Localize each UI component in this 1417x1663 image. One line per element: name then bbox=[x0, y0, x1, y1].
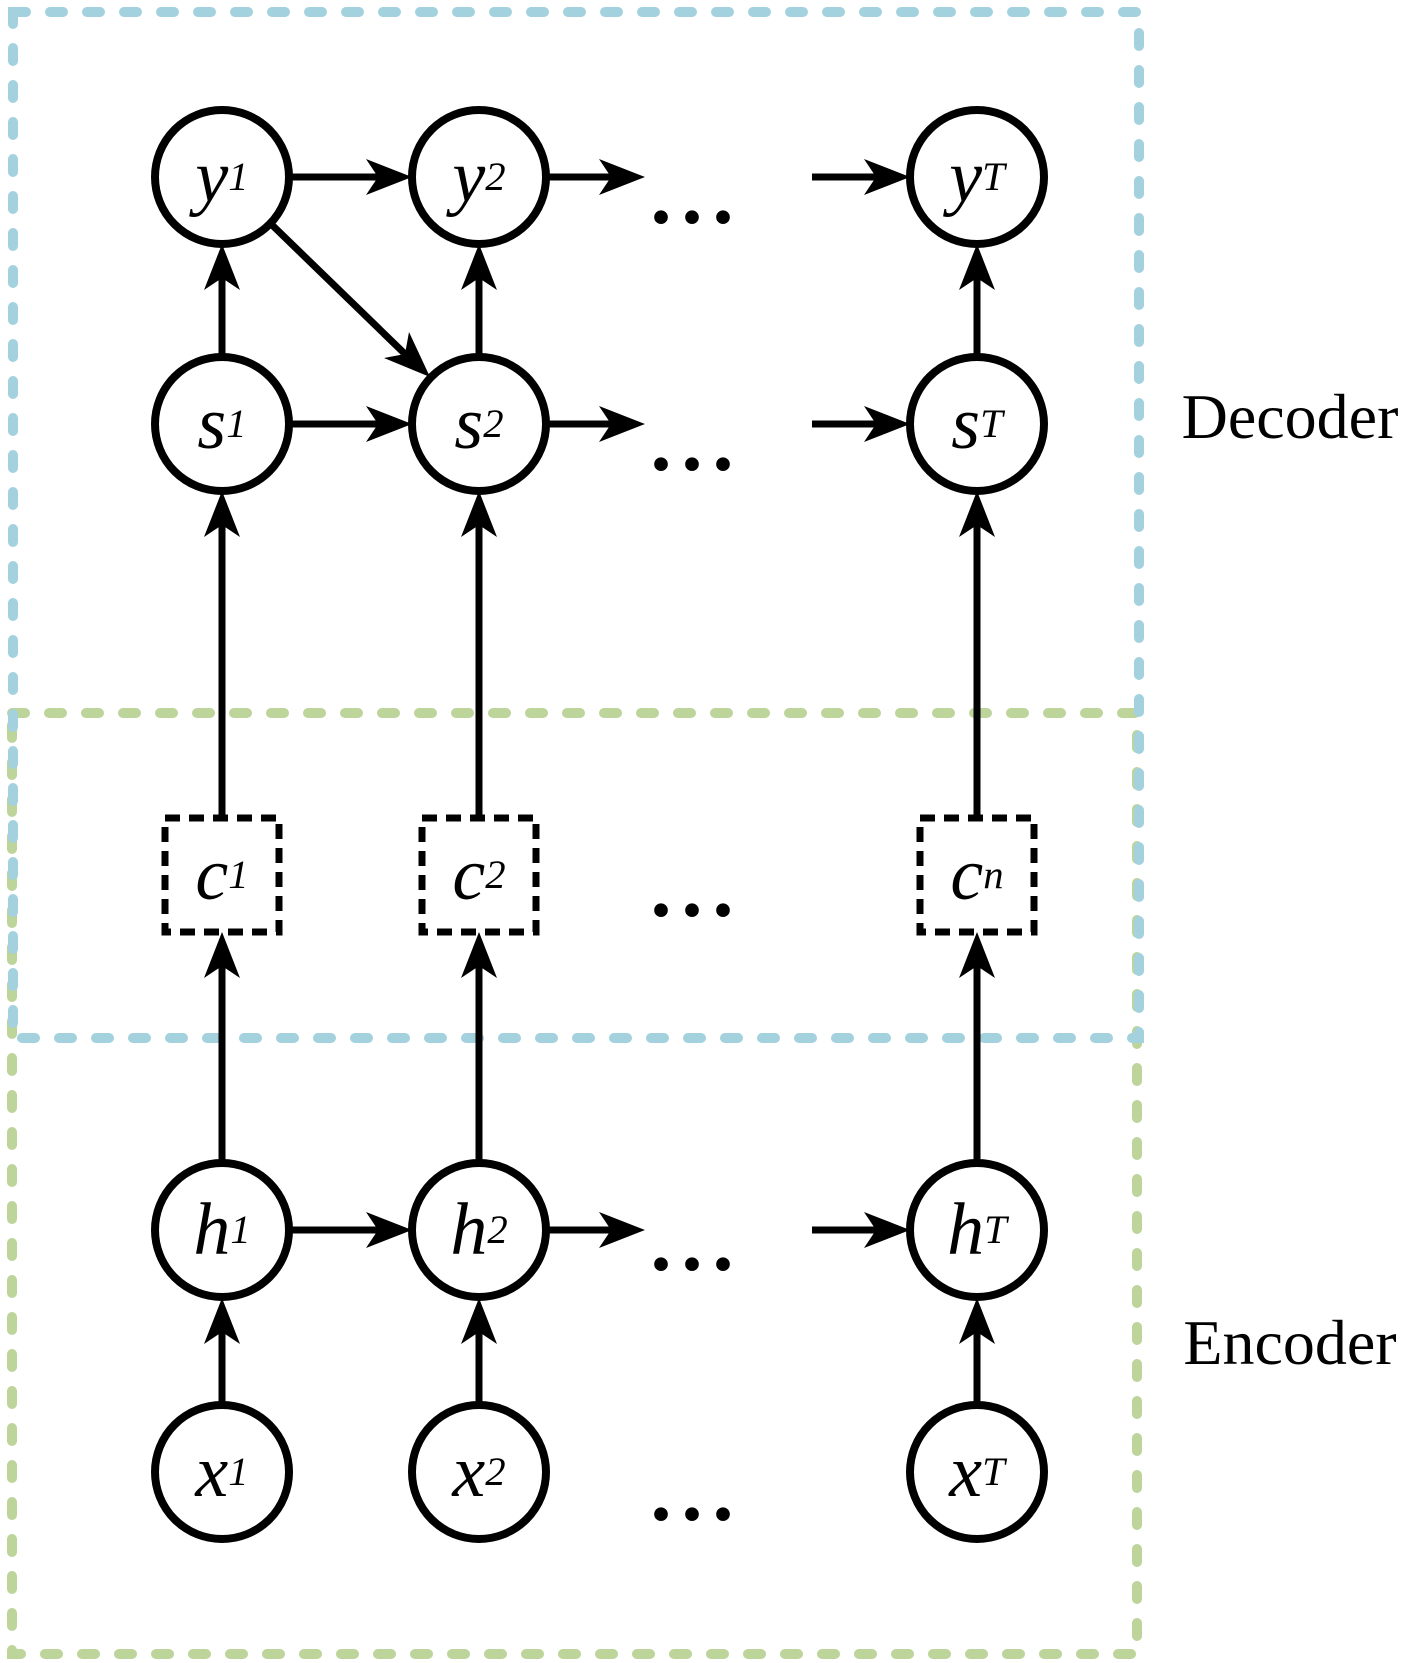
node-s2-circle bbox=[408, 353, 550, 495]
ellipsis-c-row: ... bbox=[650, 842, 744, 935]
ellipsis-x-row: ... bbox=[650, 1446, 744, 1539]
node-sT-circle bbox=[906, 353, 1048, 495]
decoder-boundary bbox=[8, 7, 1144, 1043]
arrowhead-dots-yT bbox=[864, 159, 910, 195]
node-x1-circle bbox=[151, 1401, 293, 1543]
arrowhead-s2-dots bbox=[599, 406, 645, 442]
node-c1-box bbox=[161, 814, 283, 936]
arrowhead-h2-dots bbox=[599, 1212, 645, 1248]
encoder-region-label: Encoder bbox=[1183, 1307, 1397, 1378]
node-yT-circle bbox=[906, 106, 1048, 248]
arrow-y1-s2 bbox=[267, 220, 408, 357]
decoder-region-label: Decoder bbox=[1181, 381, 1399, 452]
arrowhead-h2-c2 bbox=[461, 932, 497, 978]
node-xT-circle bbox=[906, 1401, 1048, 1543]
ellipsis-s-row: ... bbox=[650, 396, 744, 489]
encoder-boundary bbox=[7, 708, 1142, 1659]
ellipsis-h-row: ... bbox=[650, 1196, 744, 1289]
arrowhead-c1-s1 bbox=[204, 491, 240, 537]
arrowhead-dots-hT bbox=[864, 1212, 910, 1248]
node-s1-circle bbox=[151, 353, 293, 495]
arrowhead-cn-sT bbox=[959, 491, 995, 537]
arrowhead-dots-sT bbox=[864, 406, 910, 442]
node-y2-circle bbox=[408, 106, 550, 248]
arrowhead-xT-hT bbox=[959, 1298, 995, 1344]
arrowhead-y1-s2 bbox=[384, 332, 430, 377]
arrowhead-sT-yT bbox=[959, 244, 995, 290]
arrowhead-x1-h1 bbox=[204, 1298, 240, 1344]
node-h1-circle bbox=[151, 1159, 293, 1301]
arrowhead-s1-y1 bbox=[204, 244, 240, 290]
arrowhead-h1-h2 bbox=[366, 1212, 412, 1248]
arrowhead-y1-y2 bbox=[366, 159, 412, 195]
node-cn-box bbox=[916, 814, 1038, 936]
arrowhead-h1-c1 bbox=[204, 932, 240, 978]
arrowhead-c2-s2 bbox=[461, 491, 497, 537]
node-y1-circle bbox=[151, 106, 293, 248]
node-x2-circle bbox=[408, 1401, 550, 1543]
node-h2-circle bbox=[408, 1159, 550, 1301]
node-c2-box bbox=[418, 814, 540, 936]
arrowhead-hT-cn bbox=[959, 932, 995, 978]
arrowhead-s1-s2 bbox=[366, 406, 412, 442]
arrowhead-x2-h2 bbox=[461, 1298, 497, 1344]
ellipsis-y-row: ... bbox=[650, 149, 744, 242]
arrowhead-s2-y2 bbox=[461, 244, 497, 290]
node-hT-circle bbox=[906, 1159, 1048, 1301]
arrowhead-y2-dots bbox=[599, 159, 645, 195]
